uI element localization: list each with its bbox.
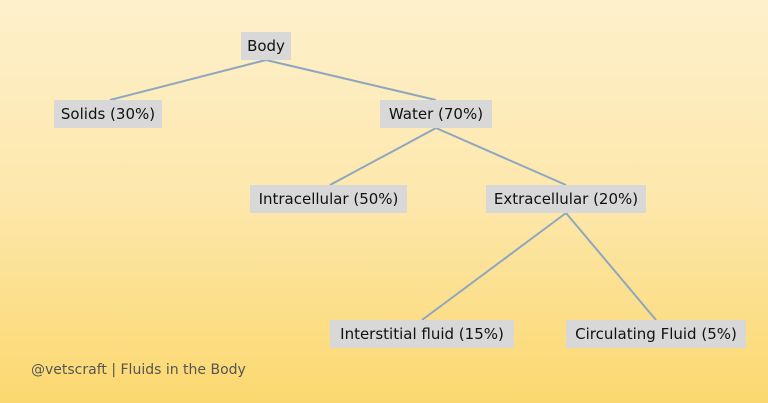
node-intracellular: Intracellular (50%) <box>250 185 407 213</box>
footer-caption: @vetscraft | Fluids in the Body <box>31 362 246 378</box>
node-circulating-fluid: Circulating Fluid (5%) <box>566 320 746 348</box>
node-extracellular: Extracellular (20%) <box>486 185 646 213</box>
edge-body-water <box>265 59 437 101</box>
edge-water-extracellular <box>435 127 567 186</box>
edge-water-intracellular <box>329 127 437 186</box>
edge-extracellular-interstitial <box>421 212 567 321</box>
node-interstitial-fluid: Interstitial fluid (15%) <box>330 320 514 348</box>
node-body: Body <box>241 32 291 60</box>
edge-body-solids <box>109 59 267 101</box>
node-water: Water (70%) <box>380 100 492 128</box>
edge-extracellular-circulating <box>565 212 657 321</box>
node-solids: Solids (30%) <box>54 100 162 128</box>
